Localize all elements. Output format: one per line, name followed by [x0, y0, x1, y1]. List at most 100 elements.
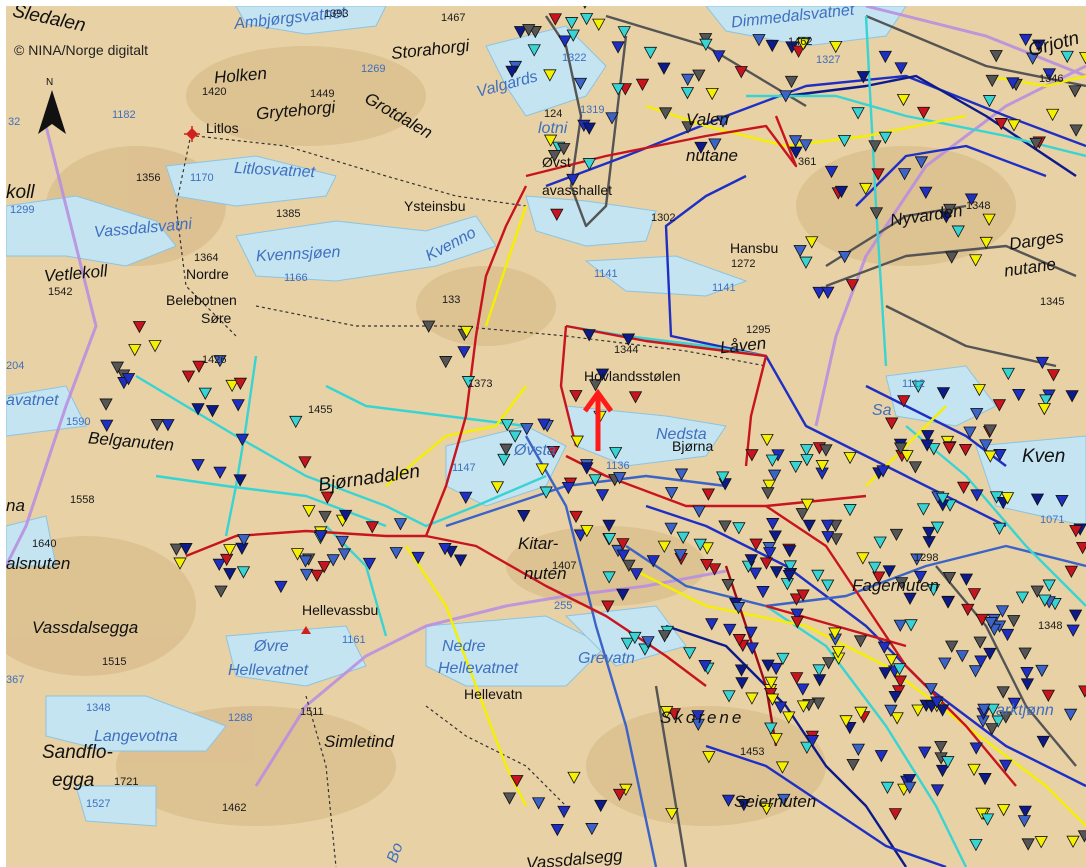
triangle-fix-icon [903, 781, 917, 794]
triangle-fix-icon [1041, 689, 1056, 702]
triangle-fix-icon [884, 654, 899, 667]
triangle-fix-icon [611, 83, 625, 96]
triangle-fix-icon [314, 530, 328, 543]
triangle-fix-icon [1026, 52, 1040, 65]
triangle-fix-icon [705, 87, 719, 101]
triangle-fix-icon [869, 207, 884, 220]
triangle-fix-icon [595, 368, 610, 381]
triangle-fix-icon [612, 788, 627, 802]
triangle-fix-icon [602, 533, 617, 546]
place-label: Sandflo- [42, 742, 113, 763]
triangle-fix-icon [765, 454, 780, 467]
triangle-fix-icon [1000, 492, 1015, 505]
triangle-fix-icon [897, 168, 912, 181]
elevation-label: 1345 [1040, 296, 1065, 308]
triangle-fix-icon [569, 390, 583, 403]
triangle-fix-icon [996, 686, 1010, 699]
elevation-label: 1449 [310, 88, 335, 100]
triangle-fix-icon [983, 647, 997, 661]
triangle-fix-icon [784, 75, 799, 89]
triangle-fix-icon [592, 18, 606, 31]
triangle-fix-icon [769, 566, 784, 579]
triangle-fix-icon [821, 531, 835, 544]
triangle-fix-icon [983, 450, 998, 463]
triangle-fix-icon [941, 756, 955, 769]
triangle-fix-icon [902, 774, 917, 787]
triangle-fix-icon [796, 683, 810, 696]
triangle-fix-icon [765, 39, 779, 53]
triangle-fix-icon [1069, 525, 1083, 538]
triangle-fix-icon [585, 823, 599, 836]
triangle-fix-icon [702, 751, 716, 764]
triangle-fix-icon [791, 45, 806, 58]
triangle-fix-icon [856, 71, 870, 84]
triangle-fix-icon [1012, 388, 1026, 402]
map-canvas[interactable]: N © NINA/Norge digitalt Sledalen Ambjørg… [6, 6, 1086, 867]
triangle-fix-icon [878, 50, 893, 64]
triangle-fix-icon [977, 703, 991, 717]
triangle-fix-icon [569, 510, 583, 524]
triangle-fix-icon [1042, 579, 1056, 592]
triangle-fix-icon [629, 568, 644, 581]
place-label: Bjørna [672, 438, 714, 454]
place-label: Kven [1022, 446, 1066, 467]
triangle-fix-icon [935, 764, 950, 778]
triangle-fix-icon [707, 563, 722, 576]
triangle-fix-icon [776, 652, 790, 666]
triangle-fix-icon [233, 474, 247, 487]
elevation-label: 1344 [614, 344, 639, 356]
triangle-fix-icon [834, 185, 849, 199]
triangle-fix-icon [602, 519, 616, 533]
triangle-fix-icon [788, 135, 803, 148]
position-marker-arrow-icon [582, 388, 614, 451]
copyright-text: © NINA/Norge digitalt [14, 42, 149, 58]
triangle-fix-icon [173, 557, 187, 570]
place-label: egga [52, 770, 95, 791]
triangle-fix-icon [894, 62, 908, 75]
elevation-label: 1166 [284, 272, 308, 284]
triangle-fix-icon [1066, 624, 1080, 637]
triangle-fix-icon [782, 711, 796, 724]
triangle-fix-icon [233, 377, 248, 391]
triangle-fix-icon [800, 454, 814, 467]
triangle-fix-icon [191, 403, 205, 416]
triangle-fix-icon [723, 623, 737, 637]
triangle-fix-icon [963, 426, 977, 439]
triangle-fix-icon [878, 131, 893, 145]
triangle-fix-icon [790, 616, 805, 629]
triangle-fix-icon [1001, 367, 1015, 381]
triangle-fix-icon [819, 444, 833, 457]
triangle-fix-icon [205, 405, 220, 418]
triangle-fix-icon [959, 573, 974, 586]
triangle-fix-icon [680, 87, 695, 100]
triangle-fix-icon [745, 642, 759, 655]
triangle-fix-icon [846, 758, 860, 772]
triangle-fix-icon [777, 793, 791, 807]
triangle-fix-icon [986, 703, 1000, 716]
elevation-label: 1407 [552, 560, 577, 572]
triangle-fix-icon [767, 469, 782, 482]
place-label: nuten [524, 564, 567, 583]
triangle-fix-icon [1007, 615, 1021, 628]
triangle-fix-icon [337, 548, 352, 561]
triangle-fix-icon [716, 115, 730, 128]
triangle-fix-icon [317, 561, 331, 574]
triangle-fix-icon [691, 718, 705, 731]
north-label: N [46, 77, 54, 88]
triangle-fix-icon [365, 521, 379, 534]
triangle-fix-icon [594, 799, 608, 813]
triangle-fix-icon [561, 481, 576, 495]
triangle-fix-icon [911, 704, 925, 717]
triangle-fix-icon [701, 488, 716, 501]
triangle-fix-icon [982, 95, 997, 108]
place-label: Hellevatn [464, 686, 523, 702]
place-label: koll [6, 182, 35, 203]
elevation-label: 1467 [441, 12, 466, 24]
triangle-fix-icon [790, 608, 804, 621]
triangle-fix-icon [566, 29, 580, 42]
triangle-fix-icon [1018, 805, 1032, 818]
triangle-fix-icon [985, 723, 999, 736]
triangle-fix-icon [550, 823, 565, 837]
triangle-fix-icon [838, 251, 852, 264]
elevation-label: 1462 [788, 36, 813, 48]
